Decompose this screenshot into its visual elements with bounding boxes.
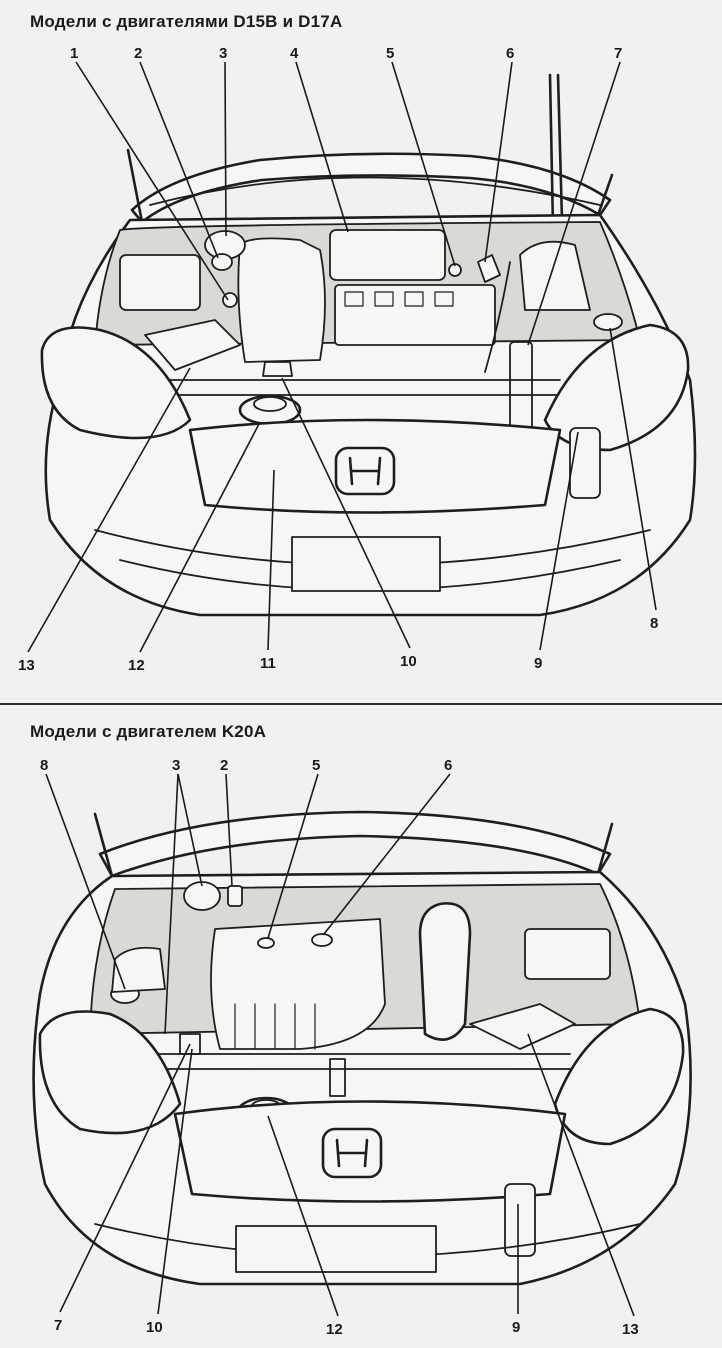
callout-8: 8 [40, 757, 48, 774]
callout-13: 13 [622, 1321, 639, 1338]
callout-3: 3 [172, 757, 180, 774]
radiator-cap [238, 394, 302, 426]
clutch-reservoir [227, 885, 243, 907]
callout-5: 5 [386, 45, 394, 62]
callout-2: 2 [134, 45, 142, 62]
engine-bay-drawing-d15b-d17a: 1 2 3 4 5 6 7 8 9 10 11 12 13 [18, 45, 697, 674]
headlight-left [40, 326, 192, 440]
diagram-panel-k20a: Модели с двигателем K20A [0, 704, 722, 1348]
headlight-right [553, 1007, 685, 1146]
callout-6: 6 [444, 757, 452, 774]
callout-12: 12 [326, 1321, 343, 1338]
license-plate [235, 1225, 437, 1273]
battery [119, 254, 201, 311]
engine-cover [210, 918, 386, 1050]
oil-dipstick [257, 937, 275, 949]
callout-7: 7 [614, 45, 622, 62]
callout-11: 11 [260, 655, 276, 672]
callout-13: 13 [18, 657, 35, 674]
callout-8: 8 [650, 615, 658, 632]
callout-9: 9 [534, 655, 542, 672]
callout-4: 4 [290, 45, 299, 62]
oil-filler-cap [311, 933, 333, 947]
callout-3: 3 [219, 45, 227, 62]
intake-box [237, 237, 326, 363]
brake-reservoir [183, 881, 221, 911]
engine-bay-drawing-k20a: 8 3 2 5 6 7 10 12 9 13 [32, 757, 692, 1338]
callout-10: 10 [400, 653, 417, 670]
section-title: Модели с двигателем K20A [30, 722, 267, 741]
section-title: Модели с двигателями D15B и D17A [30, 12, 343, 31]
battery [469, 1003, 576, 1050]
headlight-left [38, 1010, 182, 1135]
engine-cover [329, 229, 446, 281]
callout-2: 2 [220, 757, 228, 774]
callout-12: 12 [128, 657, 145, 674]
leader-lines-bottom [45, 773, 635, 1317]
callout-9: 9 [512, 1319, 520, 1336]
callout-1: 1 [70, 45, 78, 62]
oil-filler-cap [477, 254, 501, 283]
washer-reservoir [519, 240, 591, 311]
receiver-drier [504, 1183, 536, 1257]
callouts-bottom: 8 3 2 5 6 7 10 12 9 13 [40, 757, 639, 1338]
coolant-expansion-cap [593, 313, 623, 331]
receiver-drier [569, 427, 601, 499]
leader-lines-top [27, 61, 657, 653]
callout-6: 6 [506, 45, 514, 62]
callouts-top: 1 2 3 4 5 6 7 8 9 10 11 12 13 [18, 45, 658, 674]
intake-tube [418, 902, 472, 1041]
diagram-panel-d15b-d17a: Модели с двигателями D15B и D17A [18, 12, 697, 674]
callout-10: 10 [146, 1319, 163, 1336]
hood [130, 152, 612, 224]
hood [98, 810, 612, 878]
section-divider [0, 703, 722, 705]
license-plate [291, 536, 441, 592]
callout-5: 5 [312, 757, 320, 774]
callout-7: 7 [54, 1317, 62, 1334]
